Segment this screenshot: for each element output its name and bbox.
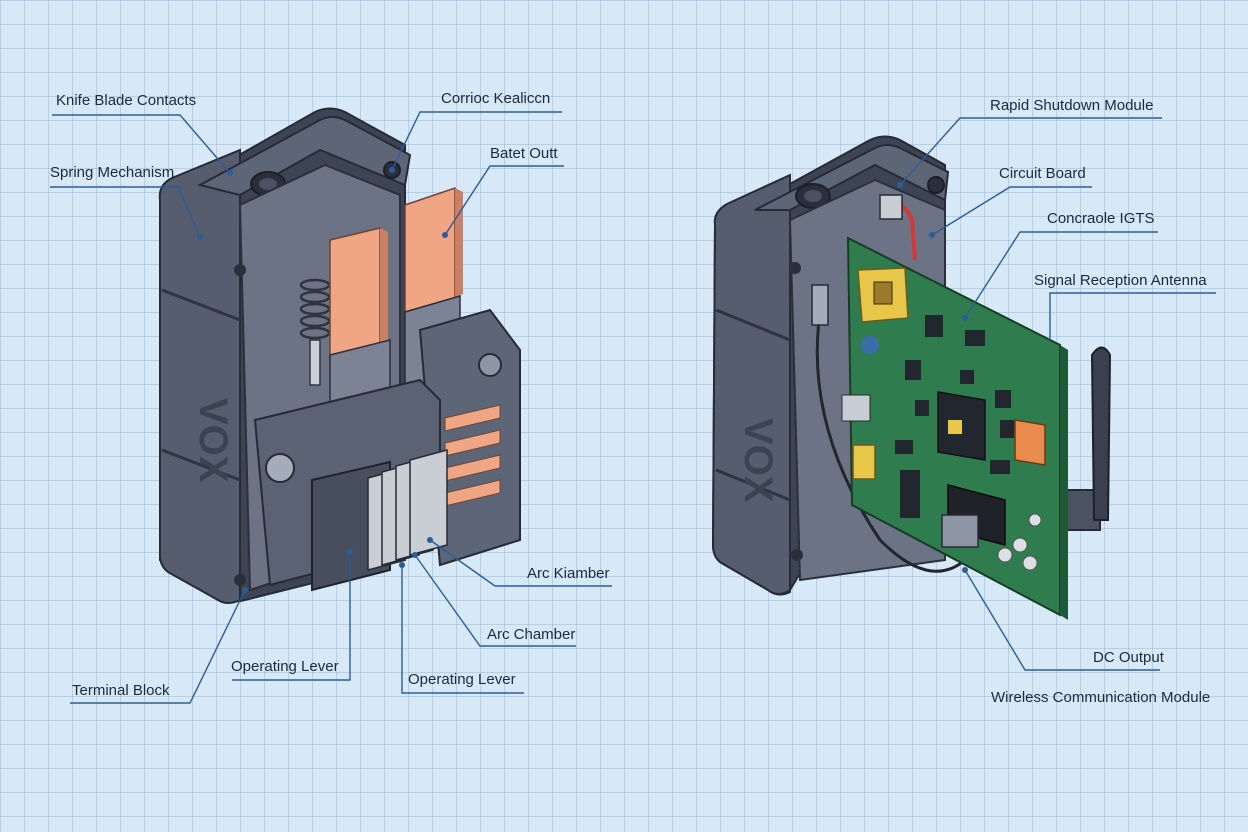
label-dc-output: DC Output xyxy=(1093,649,1164,666)
label-terminal-block: Terminal Block xyxy=(72,682,170,699)
label-arc-kiamber: Arc Kiamber xyxy=(527,565,610,582)
housing-brand-text: VOX xyxy=(191,398,235,483)
label-wireless-communication-module: Wireless Communication Module xyxy=(991,689,1211,706)
label-rapid-shutdown-module: Rapid Shutdown Module xyxy=(990,97,1154,114)
svg-text:VOX: VOX xyxy=(736,418,780,503)
label-corrioc-kealiccn: Corrioc Kealiccn xyxy=(441,90,551,107)
label-arc-chamber: Arc Chamber xyxy=(487,626,576,643)
label-circuit-board: Circuit Board xyxy=(999,165,1086,182)
disconnect-switch-housing: VOX xyxy=(158,107,521,604)
label-signal-reception-antenna: Signal Reception Antenna xyxy=(1034,272,1207,289)
label-concraole-igts: Concraole IGTS xyxy=(1047,210,1155,227)
label-operating-lever-1: Operating Lever xyxy=(231,658,339,675)
leader-lines xyxy=(50,111,1216,704)
label-spring-mechanism: Spring Mechanism xyxy=(50,164,175,181)
label-batet-outt: Batet Outt xyxy=(490,145,558,162)
label-knife-blade-contacts: Knife Blade Contacts xyxy=(56,92,197,109)
label-operating-lever-2: Operating Lever xyxy=(408,671,516,688)
circuit-board-illustration xyxy=(841,236,1068,620)
